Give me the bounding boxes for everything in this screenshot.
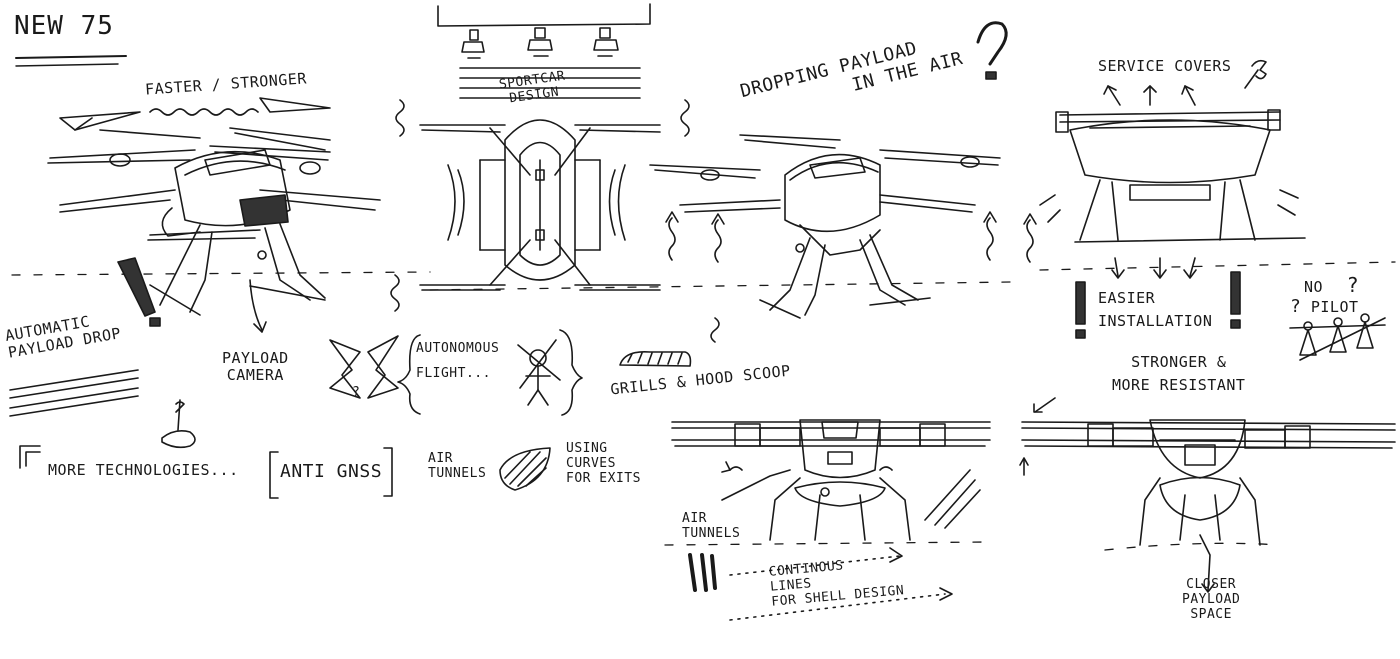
- stronger-line-1: STRONGER &: [1131, 353, 1227, 371]
- note-easier-installation: EASIER INSTALLATION: [1098, 289, 1213, 331]
- question-mark: ?: [1346, 273, 1360, 297]
- hatched-question: [976, 21, 1008, 66]
- hatched-exclamation: [117, 257, 161, 327]
- easier-line-1: EASIER: [1098, 289, 1156, 307]
- grill-icon: [619, 350, 692, 367]
- camera-line-2: CAMERA: [226, 366, 284, 385]
- heat-arrows: [665, 211, 1037, 263]
- no-pilot-figures: [1289, 313, 1386, 361]
- question-dot: [985, 71, 997, 80]
- note-closer-payload: CLOSER PAYLOAD SPACE: [1182, 577, 1241, 623]
- closer-line-3: SPACE: [1190, 606, 1232, 622]
- no-word: NO: [1304, 278, 1324, 296]
- drone-rear-view: [1019, 397, 1396, 593]
- note-using-curves: USING CURVES FOR EXITS: [566, 441, 641, 487]
- note-autonomous-flight: AUTONOMOUS FLIGHT...: [416, 341, 500, 382]
- autonomous-bracket: [397, 329, 583, 416]
- drone-top-view: [419, 119, 661, 291]
- air-arrow: [721, 469, 791, 501]
- air-tunnels-2-line-1: AIR: [682, 511, 707, 526]
- camera-line-1: PAYLOAD: [222, 349, 289, 367]
- hatched-shield-icon: [499, 447, 551, 491]
- ground-line-2: [664, 541, 1281, 551]
- camera-arrow-head: [253, 321, 267, 333]
- note-payload-camera: PAYLOAD CAMERA: [222, 349, 289, 385]
- curves-line-1: USING: [566, 441, 608, 456]
- note-question-emblem: ?: [352, 385, 361, 400]
- closer-line-1: CLOSER: [1186, 577, 1237, 592]
- camera-arrow: [249, 279, 263, 331]
- air-tunnels-line-1: AIR: [428, 451, 453, 466]
- tech-brackets: [19, 445, 393, 499]
- payload-drop-bars: [9, 369, 139, 417]
- arrow-head: [889, 547, 903, 563]
- exclamation-marks: [1075, 271, 1241, 339]
- air-tunnels-line-2: TUNNELS: [428, 465, 487, 481]
- drone-service-side: [1039, 109, 1306, 243]
- note-service-covers: SERVICE COVERS: [1098, 57, 1232, 75]
- closer-line-2: PAYLOAD: [1182, 591, 1241, 607]
- question-mark: ?: [1290, 296, 1302, 317]
- note-more-technologies: MORE TECHNOLOGIES...: [48, 461, 239, 479]
- sheet-header: NEW 75: [14, 11, 114, 41]
- note-stronger-resistant: STRONGER & MORE RESISTANT: [1112, 353, 1246, 395]
- ground-line: [11, 261, 1396, 291]
- note-air-tunnels: AIR TUNNELS: [428, 451, 487, 482]
- drone-perspective-right: [649, 134, 1001, 319]
- air-tunnels-2-line-2: TUNNELS: [682, 525, 741, 541]
- diagonal-hatch: [924, 469, 981, 529]
- stronger-line-2: MORE RESISTANT: [1112, 376, 1246, 395]
- service-arrows: [1103, 85, 1196, 106]
- drone-front-view: [671, 419, 991, 541]
- arrow-head: [939, 587, 953, 601]
- air-tunnel-bars: [688, 553, 717, 592]
- curves-line-3: FOR EXITS: [566, 470, 641, 486]
- paper-plane-icon: [59, 97, 331, 131]
- easier-line-2: INSTALLATION: [1098, 312, 1213, 331]
- no-pilot-line-2: ? PILOT: [1290, 296, 1359, 318]
- spotlight-icon: [437, 3, 651, 99]
- autonomous-line-2: FLIGHT...: [416, 365, 491, 381]
- down-arrows: [1111, 257, 1197, 279]
- drone-perspective-left: [47, 127, 381, 316]
- vibration-waves: [390, 99, 720, 343]
- no-pilot-line-1: NO ?: [1290, 274, 1359, 297]
- note-air-tunnels-2: AIR TUNNELS: [682, 511, 741, 542]
- speed-squiggle: [149, 108, 259, 116]
- curves-line-2: CURVES: [566, 455, 616, 471]
- spike-icon: [161, 399, 196, 449]
- autonomous-line-1: AUTONOMOUS: [416, 341, 500, 356]
- pilot-word: PILOT: [1310, 298, 1359, 316]
- note-anti-gnss: ANTI GNSS: [280, 461, 383, 482]
- bowtie-emblem-icon: [329, 335, 399, 399]
- header-underline: [15, 55, 127, 67]
- wrench-icon: [1244, 59, 1267, 89]
- stick-figure-icon: [517, 339, 561, 406]
- note-no-pilot: NO ? ? PILOT: [1290, 274, 1359, 318]
